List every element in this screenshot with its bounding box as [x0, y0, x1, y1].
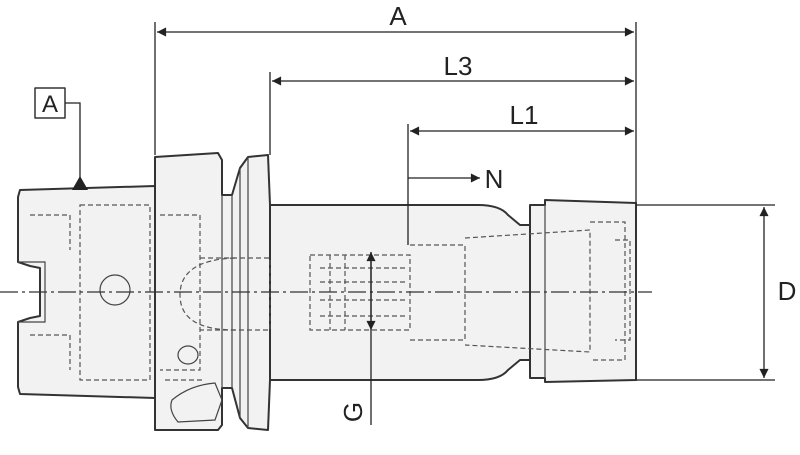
dimension-l1: L1: [407, 100, 634, 245]
dimension-label-g: G: [338, 402, 368, 422]
dimension-label-d: D: [778, 276, 797, 306]
dimension-overall-length: A: [154, 1, 637, 203]
datum-label: A: [42, 91, 58, 118]
dimension-label-l1: L1: [510, 100, 539, 130]
datum-triangle: [72, 176, 88, 190]
drawbar-head: [179, 257, 236, 331]
drive-slot: [170, 382, 223, 423]
datum-leader: [65, 102, 81, 178]
dimension-label-l3: L3: [444, 51, 473, 81]
dimension-label-a: A: [389, 1, 407, 31]
dimension-g: G: [338, 251, 376, 425]
shank-hidden-lines: [30, 204, 151, 381]
dimension-n: N: [408, 164, 503, 194]
dimension-label-n: N: [485, 164, 504, 194]
internal-bore: [200, 221, 631, 361]
dimension-l3: L3: [269, 51, 634, 155]
chuck-nose: [529, 199, 637, 383]
dimension-d: D: [636, 204, 797, 381]
thread-detail: [320, 255, 405, 330]
coolant-hole: [99, 274, 131, 306]
flange-hidden-lines: [160, 214, 205, 381]
datum-feature: A: [34, 87, 88, 190]
drive-key-mark: [177, 345, 199, 365]
